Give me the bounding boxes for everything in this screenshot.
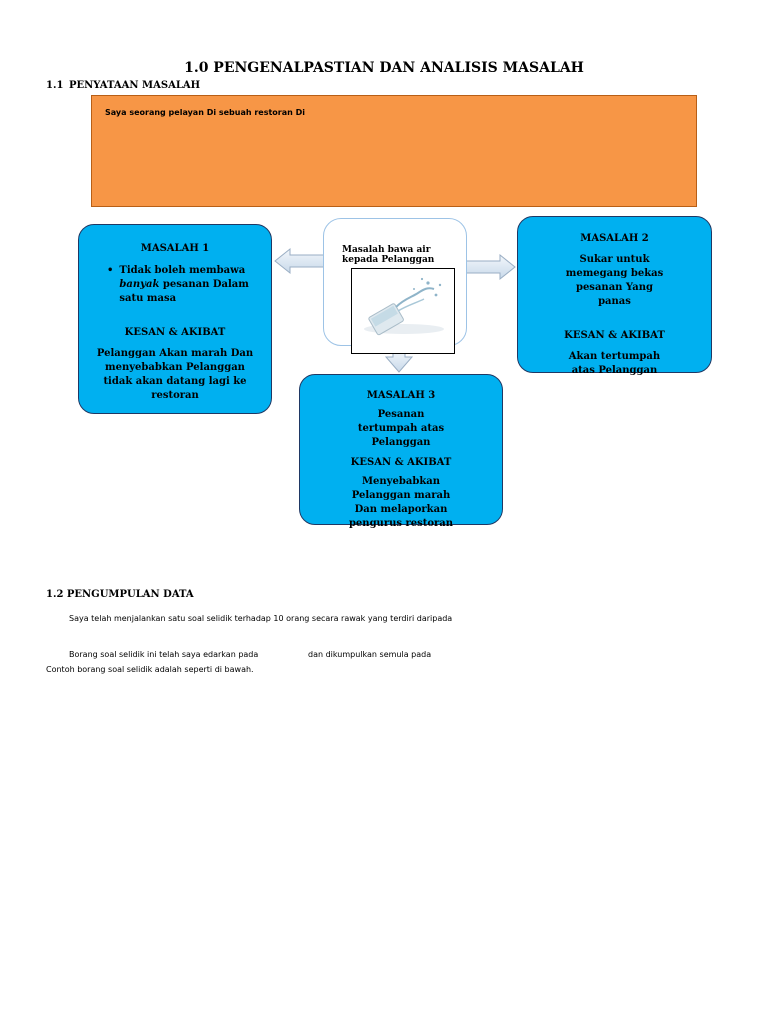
problem-3-heading: MASALAH 3 <box>300 389 502 402</box>
central-label-line2: kepada Pelanggan <box>342 255 434 265</box>
problem-3-text: Pesanan tertumpah atas Pelanggan <box>350 408 452 450</box>
problem-1-heading: MASALAH 1 <box>79 242 271 255</box>
section-2-paragraph-2b: dan dikumpulkan semula pada <box>308 650 431 659</box>
problem-2-effect-heading: KESAN & AKIBAT <box>518 329 711 342</box>
problem-2-text: Sukar untuk memegang bekas pesanan Yang … <box>558 253 671 309</box>
problem-1-effect: Pelanggan Akan marah Dan menyebabkan Pel… <box>93 347 257 403</box>
problem-1-bullet-pre: Tidak boleh membawa <box>119 265 245 276</box>
problem-3-box: MASALAH 3 Pesanan tertumpah atas Pelangg… <box>299 374 503 525</box>
problem-1-bullet: • Tidak boleh membawa banyak pesanan Dal… <box>107 264 257 306</box>
problem-1-bullet-italic: banyak <box>119 279 159 290</box>
problem-2-heading: MASALAH 2 <box>518 232 711 245</box>
arrow-left-icon <box>275 249 325 273</box>
glass-splash-icon <box>352 269 454 353</box>
central-label-line1: Masalah bawa air <box>342 245 434 255</box>
section-2-paragraph-3: Contoh borang soal selidik adalah sepert… <box>46 665 254 674</box>
problem-1-effect-heading: KESAN & AKIBAT <box>79 326 271 339</box>
section-2-paragraph-1: Saya telah menjalankan satu soal selidik… <box>69 614 452 623</box>
section-2-heading: 1.2 PENGUMPULAN DATA <box>46 589 194 600</box>
problem-3-effect-heading: KESAN & AKIBAT <box>300 456 502 469</box>
problem-3-effect: Menyebabkan Pelanggan marah Dan melapork… <box>348 475 454 531</box>
problem-1-box: MASALAH 1 • Tidak boleh membawa banyak p… <box>78 224 272 414</box>
bullet-icon: • <box>107 264 113 306</box>
problem-2-box: MASALAH 2 Sukar untuk memegang bekas pes… <box>517 216 712 373</box>
problem-2-effect: Akan tertumpah atas Pelanggan <box>556 350 673 378</box>
arrow-right-icon <box>464 255 515 279</box>
section-2-paragraph-2a: Borang soal selidik ini telah saya edark… <box>69 650 258 659</box>
spilled-glass-image <box>351 268 455 354</box>
